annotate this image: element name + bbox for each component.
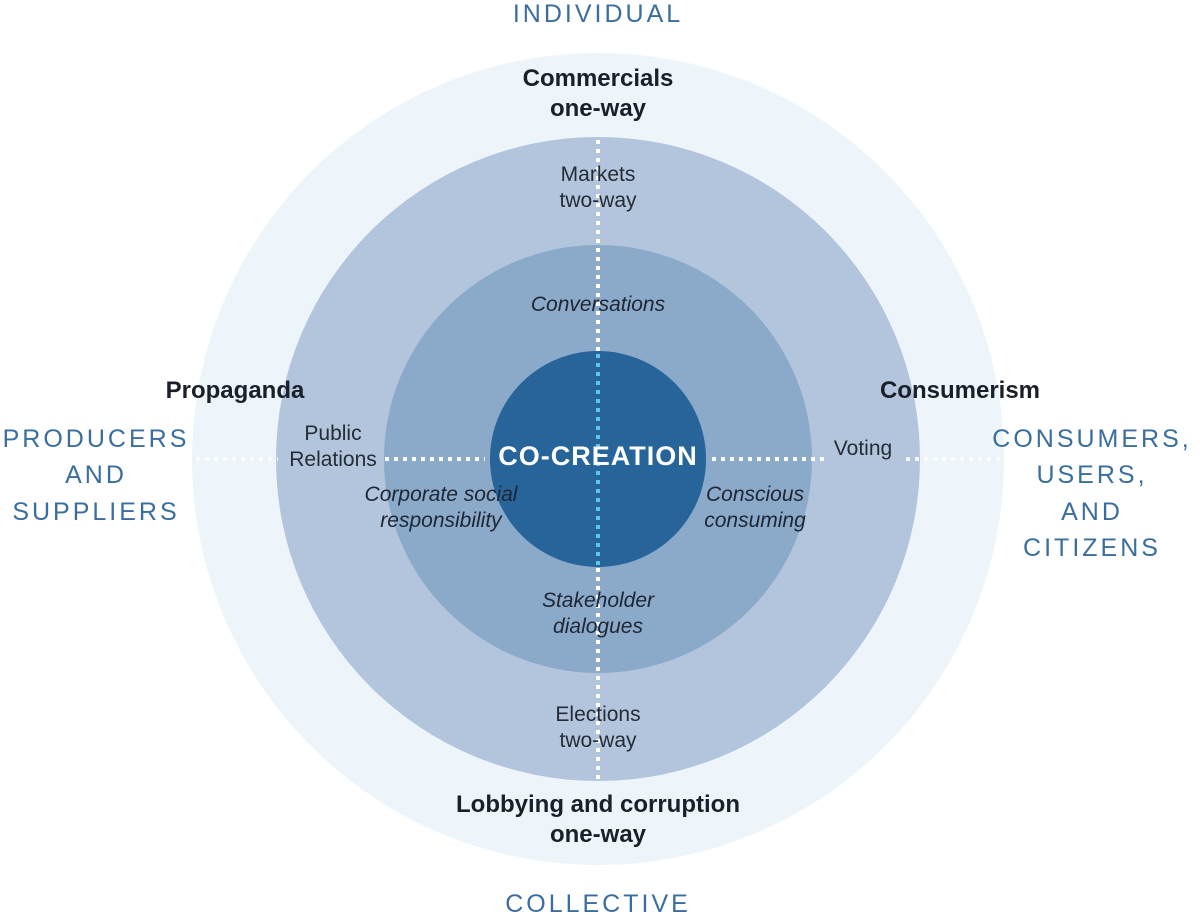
label-commercials: Commercials one-way bbox=[448, 64, 748, 124]
label-public-relations-line1: Public bbox=[304, 422, 362, 445]
label-lobbying-line2: one-way bbox=[549, 821, 647, 848]
label-csr-line2: responsibility bbox=[380, 509, 502, 533]
label-commercials-line1: Commercials bbox=[522, 65, 674, 92]
label-corporate-social-responsibility: Corporate social responsibility bbox=[336, 482, 546, 535]
label-stakeholder-dialogues: Stakeholder dialogues bbox=[478, 588, 718, 641]
axis-label-producers-line2: AND bbox=[65, 461, 127, 490]
label-conscious-line1: Conscious bbox=[705, 483, 805, 506]
label-lobbying-line1: Lobbying and corruption bbox=[456, 791, 740, 818]
horizontal-axis-right-outer-dots bbox=[906, 457, 1006, 461]
label-public-relations: Public Relations bbox=[268, 421, 398, 474]
horizontal-axis-left-outer-dots bbox=[196, 457, 278, 461]
axis-label-consumers-line3: AND bbox=[1061, 497, 1123, 526]
label-conscious-line2: consuming bbox=[704, 509, 806, 533]
label-csr-line1: Corporate social bbox=[364, 483, 518, 506]
label-public-relations-line2: Relations bbox=[289, 448, 377, 472]
axis-label-consumers-line1: CONSUMERS, bbox=[992, 425, 1192, 453]
label-consumerism: Consumerism bbox=[879, 377, 1041, 404]
label-elections-line2: two-way bbox=[559, 729, 637, 753]
axis-label-producers: PRODUCERS AND SUPPLIERS bbox=[0, 421, 192, 530]
label-co-creation: CO-CREATION bbox=[498, 441, 698, 471]
label-markets-line1: Markets bbox=[560, 163, 636, 186]
axis-label-consumers: CONSUMERS, USERS, AND CITIZENS bbox=[984, 421, 1200, 566]
label-stakeholder-line1: Stakeholder bbox=[541, 589, 655, 612]
vertical-axis-top-dots bbox=[596, 140, 600, 352]
axis-label-consumers-line4: CITIZENS bbox=[1023, 533, 1161, 562]
label-propaganda: Propaganda bbox=[165, 377, 305, 404]
label-lobbying: Lobbying and corruption one-way bbox=[398, 790, 798, 850]
horizontal-axis-right-dots bbox=[712, 457, 824, 461]
label-elections-line1: Elections bbox=[555, 703, 641, 726]
axis-label-producers-line1: PRODUCERS bbox=[2, 425, 190, 453]
axis-label-collective: COLLECTIVE bbox=[505, 890, 691, 918]
label-conversations: Conversations bbox=[530, 293, 666, 316]
label-conscious-consuming: Conscious consuming bbox=[680, 482, 830, 535]
axis-label-consumers-line2: USERS, bbox=[1036, 461, 1148, 490]
vertical-axis-bottom-dots bbox=[596, 568, 600, 780]
horizontal-axis-left-dots bbox=[385, 457, 485, 461]
label-markets-line2: two-way bbox=[559, 189, 637, 213]
label-elections: Elections two-way bbox=[498, 702, 698, 755]
axis-label-individual: INDIVIDUAL bbox=[512, 0, 684, 28]
label-commercials-line2: one-way bbox=[549, 95, 647, 122]
label-voting: Voting bbox=[833, 437, 893, 460]
label-stakeholder-line2: dialogues bbox=[553, 615, 643, 639]
label-markets: Markets two-way bbox=[498, 162, 698, 215]
axis-label-producers-line3: SUPPLIERS bbox=[12, 497, 180, 526]
vertical-axis-core-dots bbox=[596, 354, 600, 566]
